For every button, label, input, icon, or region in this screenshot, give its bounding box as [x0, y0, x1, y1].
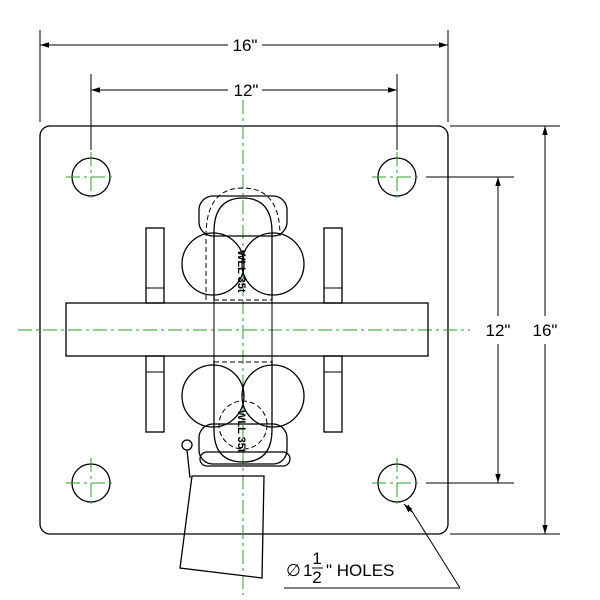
hole-size-whole: 1: [303, 561, 312, 580]
dim-hole-spacing-vertical: 12": [426, 176, 514, 484]
hole-size-numerator: 1: [312, 549, 321, 568]
svg-text:16": 16": [233, 36, 258, 55]
hole-note-suffix: " HOLES: [326, 561, 394, 580]
horizontal-stiffener: [65, 302, 429, 357]
svg-text:16": 16": [533, 321, 558, 340]
diameter-symbol: ∅: [286, 561, 301, 580]
svg-text:12": 12": [234, 81, 259, 100]
bolt-hole-bottom-left: [66, 458, 116, 508]
bolt-hole-bottom-right: [372, 458, 422, 508]
gusset-right: [323, 227, 343, 433]
hole-callout: ∅ 1 1 2 " HOLES: [286, 549, 394, 587]
dim-hole-spacing-horizontal: 12": [90, 74, 398, 150]
hole-size-denominator: 2: [312, 568, 321, 587]
upper-shackle-marking: WLL 35t: [235, 250, 247, 293]
dim-overall-height: 16": [450, 125, 560, 535]
svg-text:12": 12": [486, 321, 511, 340]
shackle-tag: [179, 475, 265, 579]
lower-shackle: WLL 35t: [181, 360, 305, 465]
hole-callout-leader: [284, 503, 461, 589]
shackle-pin-clip: [181, 439, 291, 479]
bolt-hole-top-right: [372, 152, 422, 202]
bolt-hole-top-left: [66, 152, 116, 202]
gusset-left: [145, 227, 165, 433]
dim-overall-width: 16": [39, 30, 449, 122]
lower-shackle-marking: WLL 35t: [235, 410, 247, 453]
upper-shackle: WLL 35t: [181, 187, 305, 300]
